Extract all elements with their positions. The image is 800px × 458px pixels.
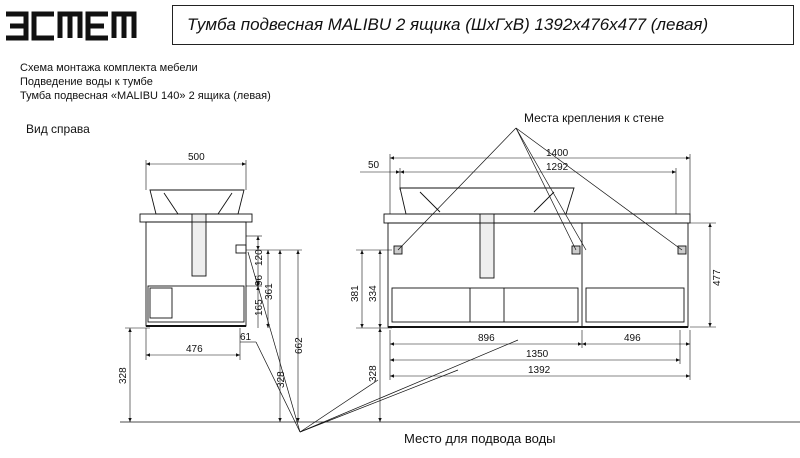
water-supply-label: Место для подвода воды	[404, 431, 556, 446]
dim-side-width: 500	[188, 152, 205, 163]
dim-w1350: 1350	[526, 349, 549, 360]
dim-h477: 477	[712, 269, 723, 286]
brand-logo	[6, 11, 137, 41]
side-view-cabinet	[139, 189, 253, 327]
side-dimensions	[125, 160, 302, 422]
dim-w1392: 1392	[528, 365, 551, 376]
dim-h328-front: 328	[368, 365, 379, 382]
mount-points-label: Места крепления к стене	[524, 111, 665, 125]
dim-front-1400: 1400	[546, 148, 569, 159]
dim-h120: 120	[254, 249, 265, 266]
dim-h165: 165	[254, 299, 265, 316]
note-line-2: Подведение воды к тумбе	[20, 76, 153, 88]
note-line-3: Тумба подвесная «MALIBU 140» 2 ящика (ле…	[20, 90, 271, 102]
dim-front-1292: 1292	[546, 162, 569, 173]
header: Тумба подвесная MALIBU 2 ящика (ШхГхВ) 1…	[0, 0, 800, 52]
side-view-label: Вид справа	[26, 122, 90, 136]
dim-h334: 334	[368, 285, 379, 302]
dim-side-depth: 476	[186, 344, 203, 355]
front-view-cabinet	[383, 187, 691, 328]
leader-lines	[247, 127, 683, 433]
dim-front-50: 50	[368, 160, 380, 171]
front-dimensions	[356, 154, 716, 422]
note-line-1: Схема монтажа комплекта мебели	[20, 62, 198, 74]
page-title: Тумба подвесная MALIBU 2 ящика (ШхГхВ) 1…	[187, 15, 709, 34]
dim-61: 61	[240, 332, 252, 343]
title-frame: Тумба подвесная MALIBU 2 ящика (ШхГхВ) 1…	[172, 5, 794, 45]
dim-h328-side: 328	[276, 371, 287, 388]
dim-w496: 496	[624, 333, 641, 344]
dim-w896: 896	[478, 333, 495, 344]
dim-h662: 662	[294, 337, 305, 354]
dim-h361: 361	[264, 283, 275, 300]
dim-h328-left: 328	[118, 367, 129, 384]
dim-h96: 96	[254, 274, 265, 286]
dim-h381: 381	[350, 285, 361, 302]
